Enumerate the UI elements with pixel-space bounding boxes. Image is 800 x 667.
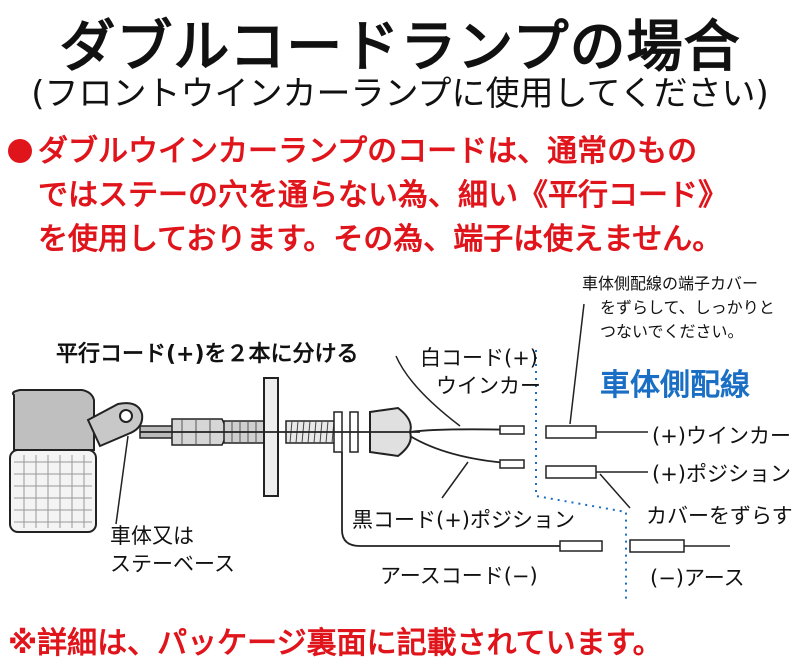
terminal-earth-label: (−)アース <box>650 566 745 590</box>
notice-line-1: ダブルウインカーランプのコードは、通常のもの <box>8 126 697 170</box>
notice-line-2: ではステーの穴を通らない為、細い《平行コード》 <box>38 178 728 213</box>
slide-cover-label: カバーをずらす <box>646 504 793 528</box>
vehicle-connectors <box>545 425 730 553</box>
earth-terminal <box>559 540 603 552</box>
body-stay-label-1: 車体又は <box>110 524 194 548</box>
instruction-line-2: をずらして、しっかりと <box>600 298 775 317</box>
split-cord-label: 平行コード(+)を２本に分ける <box>56 342 359 367</box>
lamp-icon <box>9 389 144 533</box>
page-title: ダブルコードランプの場合 <box>59 15 741 80</box>
white-cord-label-1: 白コード(+) <box>420 346 538 370</box>
notice-line-3: を使用しております。その為、端子は使えません。 <box>38 222 723 257</box>
terminal-winker-label: (+)ウインカー <box>652 424 791 448</box>
stay-plate <box>263 377 279 497</box>
vehicle-side-title: 車体側配線 <box>600 368 750 403</box>
earth-cord-label: アースコード(−) <box>380 564 538 588</box>
instruction-line-1: 車体側配線の端子カバー <box>582 274 759 293</box>
page-subtitle: (フロントウインカーランプに使用してください) <box>31 74 769 114</box>
footer-note: ※詳細は、パッケージ裏面に記載されています。 <box>8 626 663 661</box>
instruction-line-3: つないでください。 <box>600 322 744 341</box>
black-cord-label: 黒コード(+)ポジション <box>352 508 575 532</box>
notice-text-1: ダブルウインカーランプのコードは、通常のもの <box>38 134 698 169</box>
bullet-icon <box>8 139 32 163</box>
earth-cord <box>341 452 560 547</box>
body-stay-label-2: ステーベース <box>110 552 235 576</box>
terminal-position-label: (+)ポジション <box>652 462 791 486</box>
white-cord-label-2: ウインカー <box>436 374 541 398</box>
